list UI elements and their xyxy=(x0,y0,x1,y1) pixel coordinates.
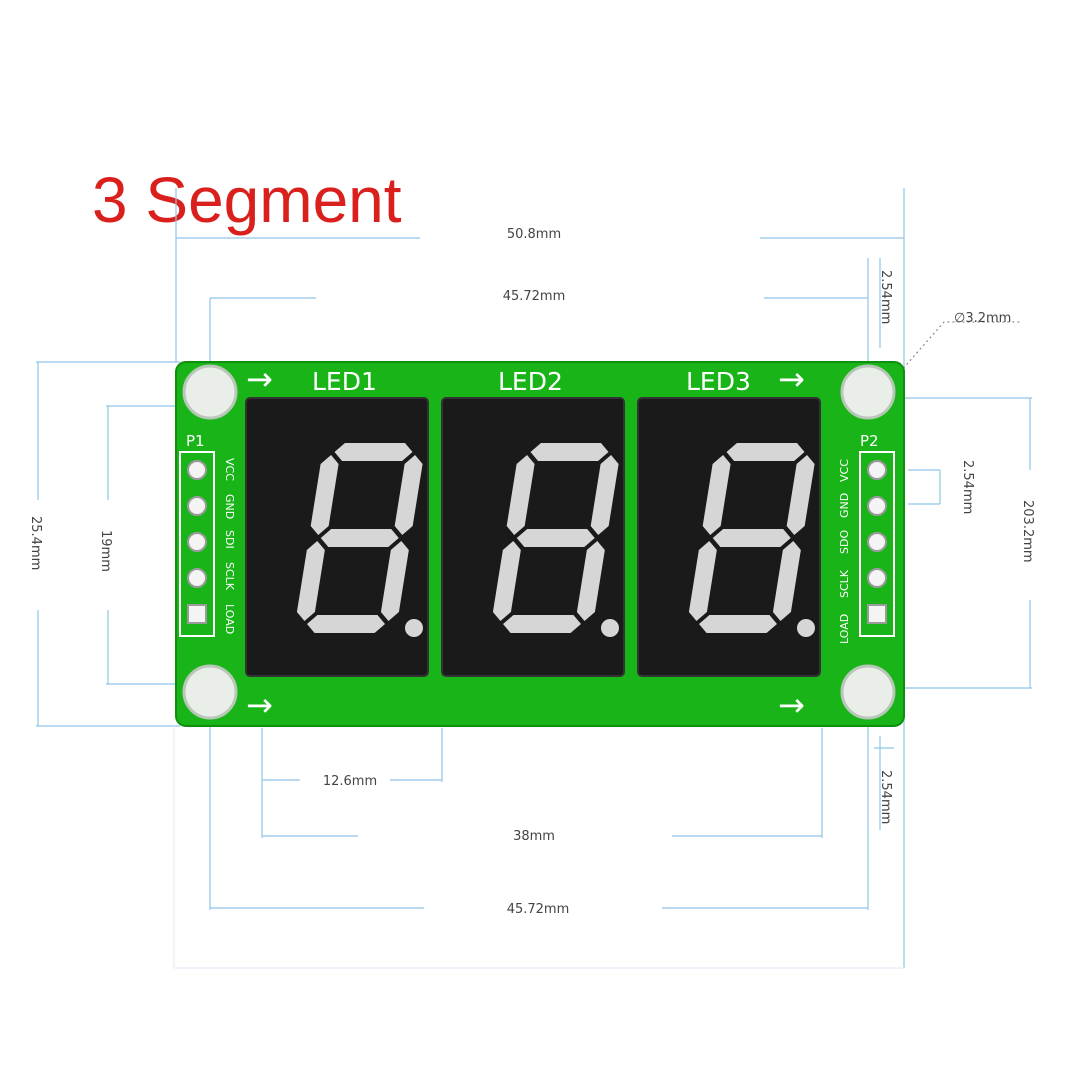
p1-pin-label: GND xyxy=(223,494,236,519)
pin-pad-icon xyxy=(187,568,207,588)
segment-a xyxy=(334,443,413,461)
dim-top-holes: 45.72mm xyxy=(503,289,566,304)
led3-label: LED3 xyxy=(686,367,751,396)
dim-hole-diameter: ∅3.2mm xyxy=(954,311,1011,326)
square-pin-pad-icon xyxy=(187,604,207,624)
digit-module-3 xyxy=(637,397,821,677)
segment-e xyxy=(296,541,325,621)
p2-pin-label: SDO xyxy=(838,530,851,554)
p2-pin-labels: VCC GND SDO SCLK LOAD xyxy=(838,459,851,644)
mounting-hole-icon xyxy=(840,664,896,720)
segment-g xyxy=(320,529,399,547)
segment-e xyxy=(492,541,521,621)
pin-pad-icon xyxy=(867,532,887,552)
dim-left-height: 25.4mm xyxy=(28,516,43,570)
leader-line xyxy=(899,321,1020,373)
segment-c xyxy=(380,541,409,621)
dim-left-inner: 19mm xyxy=(98,530,113,572)
pin-pad-icon xyxy=(867,460,887,480)
segment-a xyxy=(530,443,609,461)
square-pin-pad-icon xyxy=(867,604,887,624)
pin-pad-icon xyxy=(187,496,207,516)
p1-pins xyxy=(187,460,207,624)
led1-label: LED1 xyxy=(312,367,377,396)
segment-c xyxy=(772,541,801,621)
dim-right-top-margin: 2.54mm xyxy=(878,270,893,324)
seven-segment-display xyxy=(245,397,821,677)
dim-right-bottom-margin: 2.54mm xyxy=(878,770,893,824)
mounting-holes xyxy=(182,364,896,720)
mounting-hole-icon xyxy=(182,364,238,420)
dim-top-overall: 50.8mm xyxy=(507,227,561,242)
segment-g xyxy=(712,529,791,547)
pin-pad-icon xyxy=(187,460,207,480)
p1-pin-label: SDI xyxy=(223,530,236,549)
p1-pin-label: VCC xyxy=(223,458,236,481)
p2-pin-label: GND xyxy=(838,493,851,518)
decimal-point xyxy=(797,619,815,637)
segment-b xyxy=(786,455,815,535)
pin-pad-icon xyxy=(867,568,887,588)
segment-f xyxy=(506,455,535,535)
dim-right-height: 203.2mm xyxy=(1020,500,1035,563)
arrow-icon: → xyxy=(778,360,805,398)
decimal-point xyxy=(601,619,619,637)
segment-b xyxy=(394,455,423,535)
segment-g xyxy=(516,529,595,547)
decimal-point xyxy=(405,619,423,637)
p1-label: P1 xyxy=(186,432,205,450)
arrow-icon: → xyxy=(246,686,273,724)
segment-d xyxy=(503,615,581,633)
digit-module-1 xyxy=(245,397,429,677)
p2-pin-label: VCC xyxy=(838,459,851,482)
p2-label: P2 xyxy=(860,432,879,450)
segment-c xyxy=(576,541,605,621)
segment-b xyxy=(590,455,619,535)
p2-pin-label: LOAD xyxy=(838,614,851,644)
arrow-icon: → xyxy=(246,360,273,398)
digit-module-2 xyxy=(441,397,625,677)
page-title: 3 Segment xyxy=(92,164,402,236)
dimension-lines xyxy=(36,188,1032,969)
dim-bottom-holes: 45.72mm xyxy=(507,902,570,917)
segment-f xyxy=(310,455,339,535)
p1-pin-label: SCLK xyxy=(223,562,236,591)
p1-pin-label: LOAD xyxy=(223,604,236,634)
segment-f xyxy=(702,455,731,535)
p2-pin-label: SCLK xyxy=(838,569,851,598)
p1-header-outline xyxy=(179,451,215,637)
mounting-hole-icon xyxy=(182,664,238,720)
pin-pad-icon xyxy=(867,496,887,516)
segment-a xyxy=(726,443,805,461)
pin-pad-icon xyxy=(187,532,207,552)
segment-e xyxy=(688,541,717,621)
pcb-board: → → → → LED1 LED2 LED3 P1 VCC GND SDI SC… xyxy=(175,360,905,727)
p2-header-outline xyxy=(859,451,895,637)
dim-digit-width: 12.6mm xyxy=(323,774,377,789)
p2-pins xyxy=(867,460,887,624)
mounting-hole-icon xyxy=(840,364,896,420)
segment-d xyxy=(699,615,777,633)
p1-pin-labels: VCC GND SDI SCLK LOAD xyxy=(223,458,236,634)
arrow-icon: → xyxy=(778,686,805,724)
dim-display-width: 38mm xyxy=(513,829,555,844)
segment-d xyxy=(307,615,385,633)
dim-pin-pitch: 2.54mm xyxy=(960,460,975,514)
led2-label: LED2 xyxy=(498,367,563,396)
